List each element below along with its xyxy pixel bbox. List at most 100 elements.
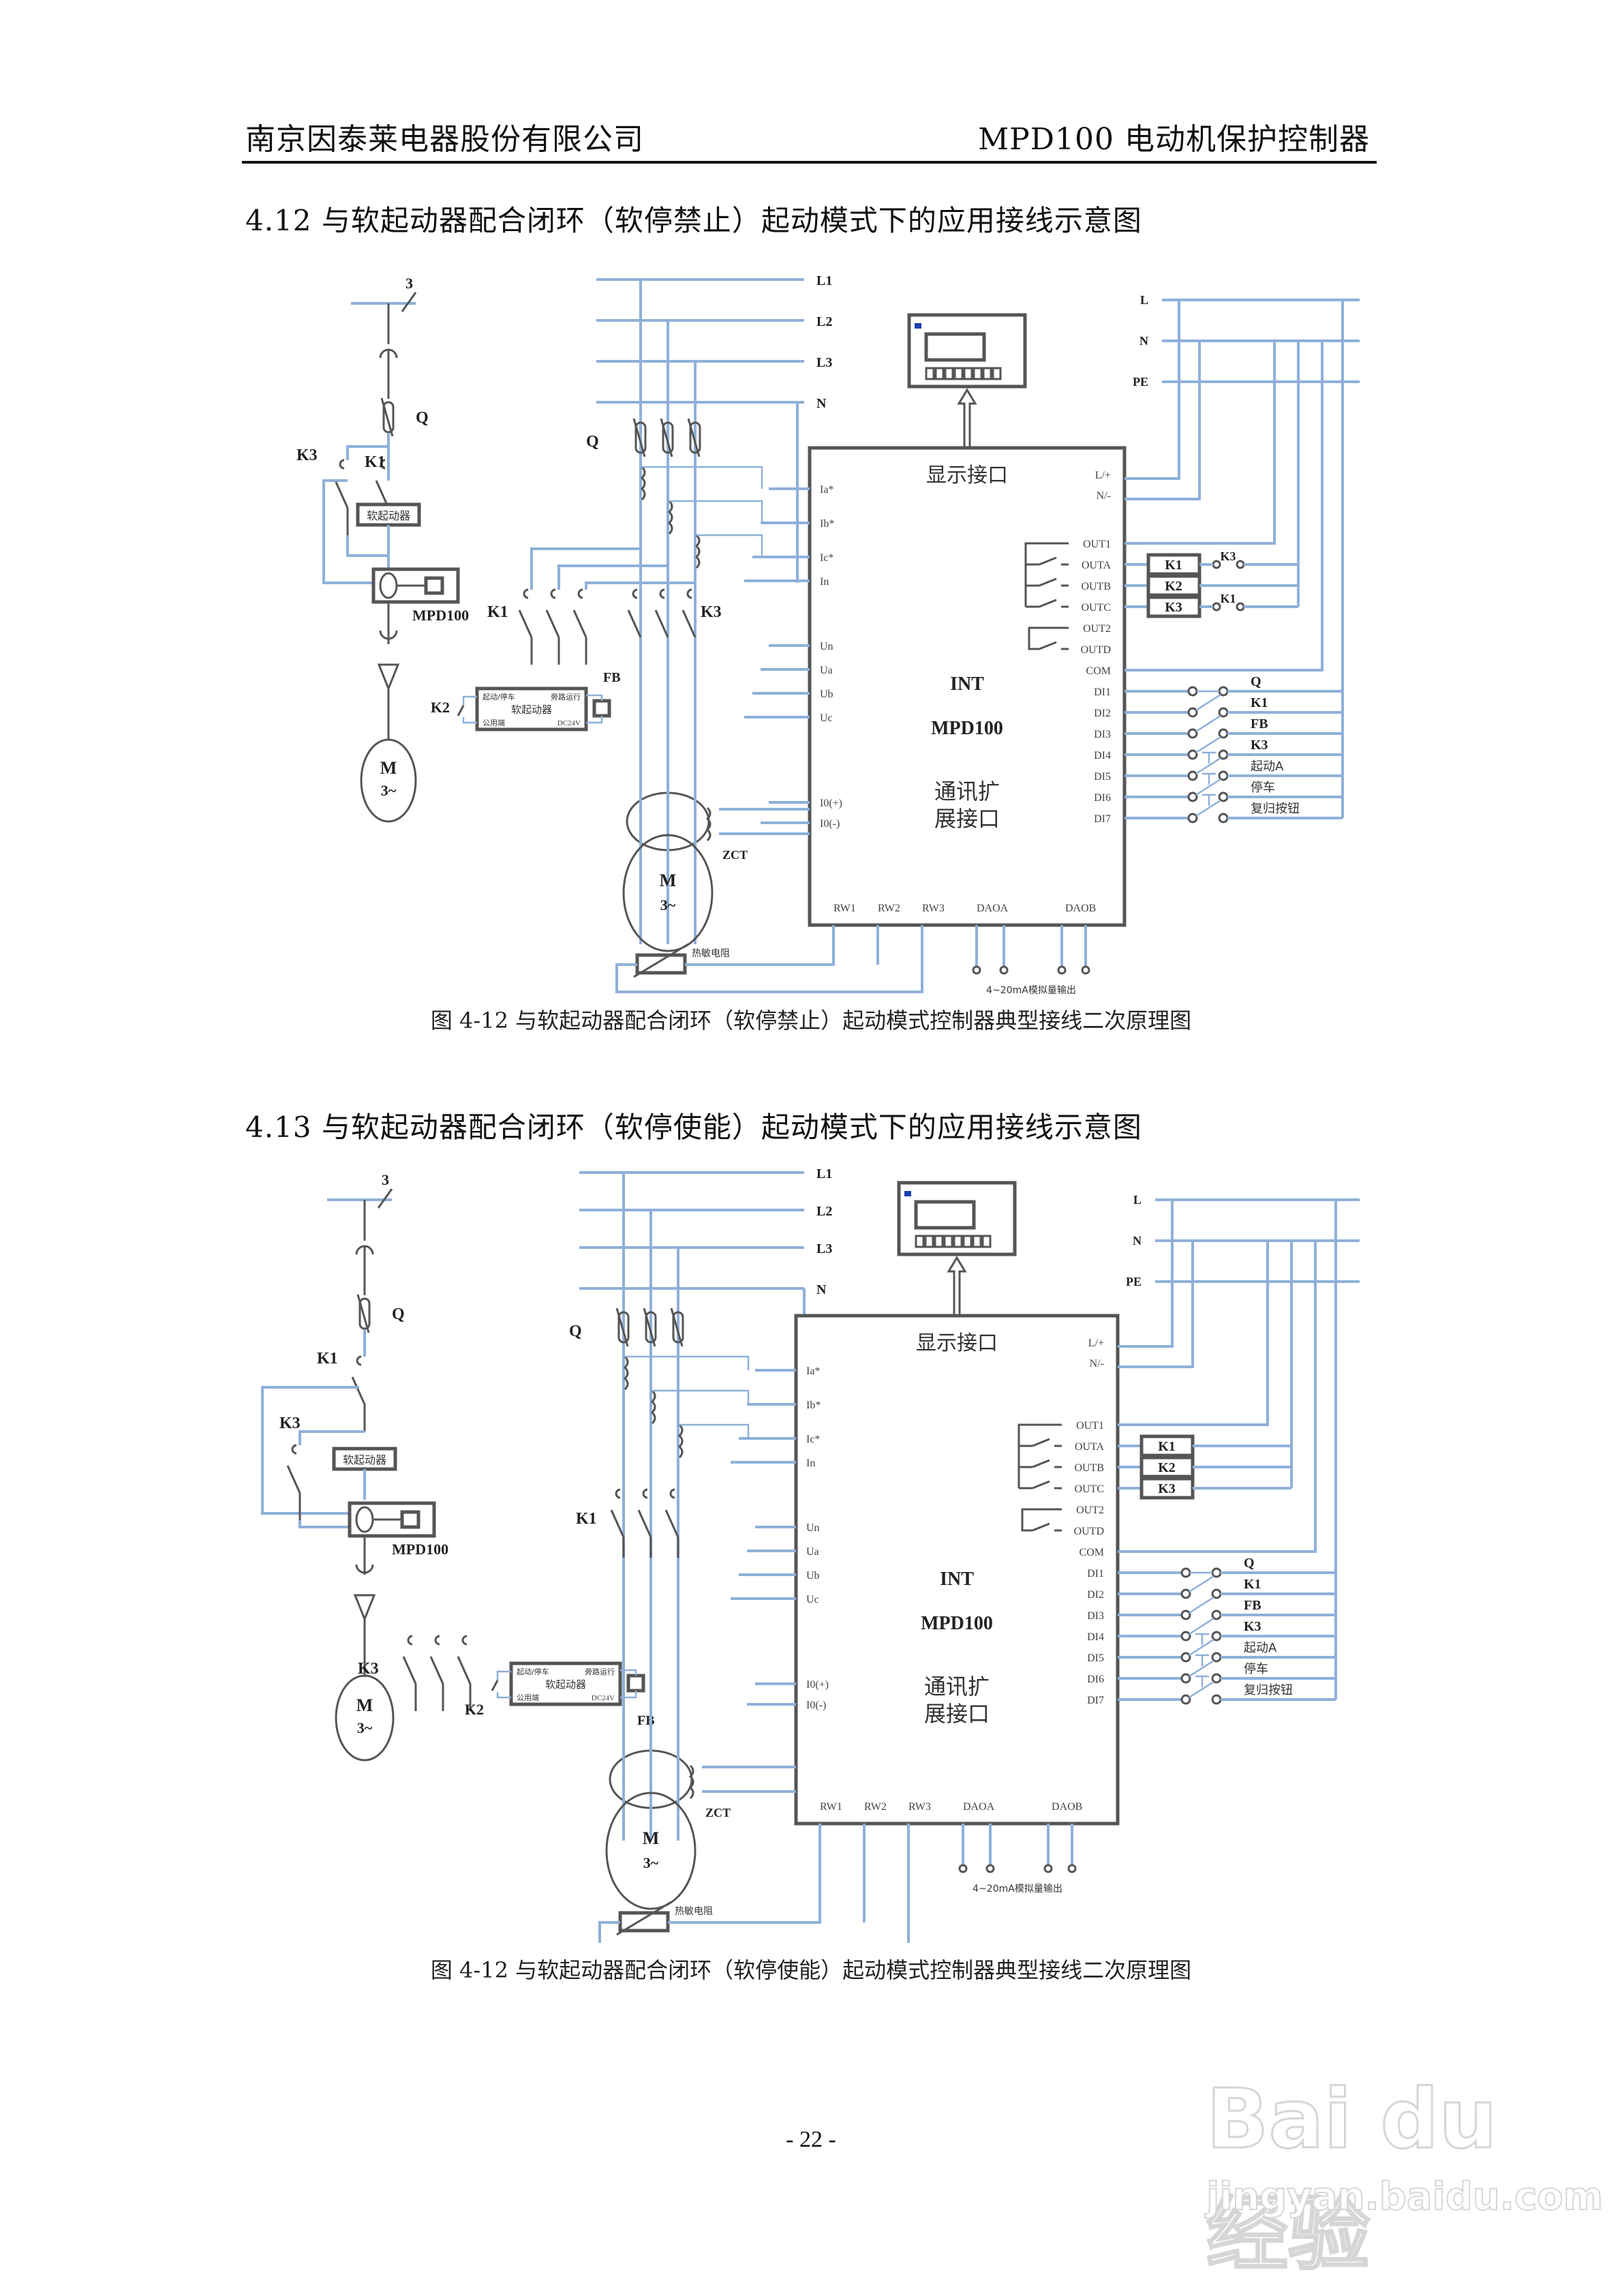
di-device-label-1: K1 xyxy=(1251,695,1268,710)
ct-phase-1-icon xyxy=(623,1355,629,1391)
terminal-rw2: RW2 xyxy=(878,903,900,914)
watermark-url: jingyan.baidu.com xyxy=(1206,2174,1604,2220)
zct-coil-icon xyxy=(688,1764,694,1800)
terminal-daoa: DAOA xyxy=(963,1801,995,1813)
di-device-label-5: 停车 xyxy=(1244,1662,1268,1676)
terminal-l-plus: L/+ xyxy=(1088,1338,1104,1349)
soft-starter-dc24v: DC24V xyxy=(592,1694,615,1702)
terminal-n-minus: N/- xyxy=(1097,490,1111,502)
terminal-ib: Ib* xyxy=(806,1400,821,1411)
motor-icon xyxy=(622,834,714,952)
k3-pole-2-icon xyxy=(654,588,669,665)
contact-arc xyxy=(291,1444,297,1455)
fuse-body xyxy=(358,1297,371,1330)
contact-arc xyxy=(577,588,583,599)
interlock-label-k3: K3 xyxy=(1220,549,1236,563)
k1-pole-3-icon xyxy=(664,1488,679,1565)
out-contact-blade xyxy=(1032,1438,1050,1447)
fb-label: FB xyxy=(603,670,621,685)
relay-coil-k2 xyxy=(1139,1455,1195,1479)
figure-caption-4-13: 图 4-12 与软起动器配合闭环（软停使能）起动模式控制器典型接线二次原理图 xyxy=(430,1957,1192,1983)
comm-port-label-1: 通讯扩 xyxy=(924,1674,990,1700)
k1-pole-3-icon xyxy=(572,588,587,665)
soft-starter-bypass: 旁路运行 xyxy=(551,692,581,701)
header-rule xyxy=(242,161,1377,164)
contact-blade xyxy=(572,609,587,638)
k1-pole-1-icon xyxy=(518,588,533,665)
ct-secondary-2 xyxy=(669,500,763,523)
aux-bus-label-n: N xyxy=(1133,1234,1142,1248)
relay-coil-label-k3: K3 xyxy=(1165,600,1182,615)
di-contact-open xyxy=(1189,1575,1214,1593)
di-terminal-left xyxy=(1180,1652,1191,1663)
terminal-di1: DI1 xyxy=(1087,1568,1104,1580)
motor-label: M xyxy=(380,758,397,778)
power-n-wire xyxy=(1118,1241,1194,1368)
display-key xyxy=(992,367,1002,380)
fuse-diagonal xyxy=(615,1308,629,1347)
terminal-di6: DI6 xyxy=(1094,792,1111,804)
contact-blade xyxy=(286,1465,301,1494)
relay-coil-label-k3: K3 xyxy=(1158,1481,1176,1496)
di-terminal-left xyxy=(1187,770,1198,781)
di-contact-open xyxy=(1189,1617,1214,1635)
relay-coil-label-k2: K2 xyxy=(1165,579,1182,594)
fuse-diagonal xyxy=(380,397,394,437)
breaker-q-pole-2-icon xyxy=(660,418,674,457)
outd-contact-blade xyxy=(1032,1522,1050,1532)
di-switch-复归按钮-icon xyxy=(1187,794,1229,824)
bus-label-n: N xyxy=(816,396,827,411)
soft-starter-detail-label: 软起动器 xyxy=(511,704,552,716)
di-contact-open xyxy=(1195,736,1221,754)
contact-arc xyxy=(642,1488,648,1499)
analog-output-terminal xyxy=(1057,965,1067,975)
schematic-svg: 3QK1K3软起动器MPD100M3~L1L2L3NQK1K3显示接口INTMP… xyxy=(261,1166,1360,1943)
terminal-in: In xyxy=(820,576,829,588)
controller-box xyxy=(808,446,1127,927)
terminal-ia: Ia* xyxy=(820,484,833,496)
comm-port-label-2: 展接口 xyxy=(924,1701,990,1727)
terminal-di5: DI5 xyxy=(1087,1652,1104,1664)
analog-output-terminal xyxy=(1067,1864,1077,1873)
terminal-di2: DI2 xyxy=(1094,708,1111,719)
contact-blade xyxy=(637,1509,652,1538)
interlock-terminal xyxy=(1236,602,1245,611)
motor-main-phase: 3~ xyxy=(660,896,676,913)
terminal-out2: OUT2 xyxy=(1076,1505,1104,1516)
display-logo-icon xyxy=(904,1191,911,1196)
fb-wire xyxy=(586,716,603,724)
thermistor-wire-rw3 xyxy=(615,925,923,993)
three-phase-slash xyxy=(377,1188,393,1209)
terminal-di2: DI2 xyxy=(1087,1589,1104,1601)
ct-secondary-1 xyxy=(642,466,763,489)
interlock-terminal xyxy=(1212,602,1221,611)
out1-wire xyxy=(1118,1241,1269,1426)
terminal-com: COM xyxy=(1080,1547,1104,1558)
fuse-diagonal xyxy=(643,1308,656,1347)
out2-common xyxy=(1028,626,1069,650)
watermark-logo: Bai du 经验 xyxy=(1206,2072,1499,2283)
di-contact-open xyxy=(1189,1596,1214,1614)
k3-bypass xyxy=(346,535,388,557)
di-terminal-left xyxy=(1180,1567,1191,1578)
relay-coil-k3 xyxy=(1146,595,1202,618)
brand-label: INT xyxy=(950,674,984,695)
soft-starter-label: 软起动器 xyxy=(343,1453,386,1466)
terminal-out1: OUT1 xyxy=(1083,539,1111,550)
contact-blade xyxy=(518,609,533,638)
terminal-ua: Ua xyxy=(806,1546,819,1558)
k2-contact-icon xyxy=(491,1680,499,1691)
fb-relay-icon xyxy=(592,699,611,718)
di-device-label-5: 停车 xyxy=(1251,781,1275,795)
terminal-outb: OUTB xyxy=(1074,1462,1104,1474)
contact-arc xyxy=(380,459,386,470)
k2-contact-icon xyxy=(457,705,465,716)
di-terminal-right xyxy=(1218,791,1229,802)
k3-pole-3-icon xyxy=(457,1635,472,1711)
controller-mpd100: 显示接口INTMPD100通讯扩展接口Ia*Ib*Ic*InUnUaUbUcI0… xyxy=(808,446,1127,927)
terminal-out1: OUT1 xyxy=(1076,1420,1104,1432)
breaker-label: Q xyxy=(392,1305,405,1323)
fuse-body xyxy=(382,401,395,434)
